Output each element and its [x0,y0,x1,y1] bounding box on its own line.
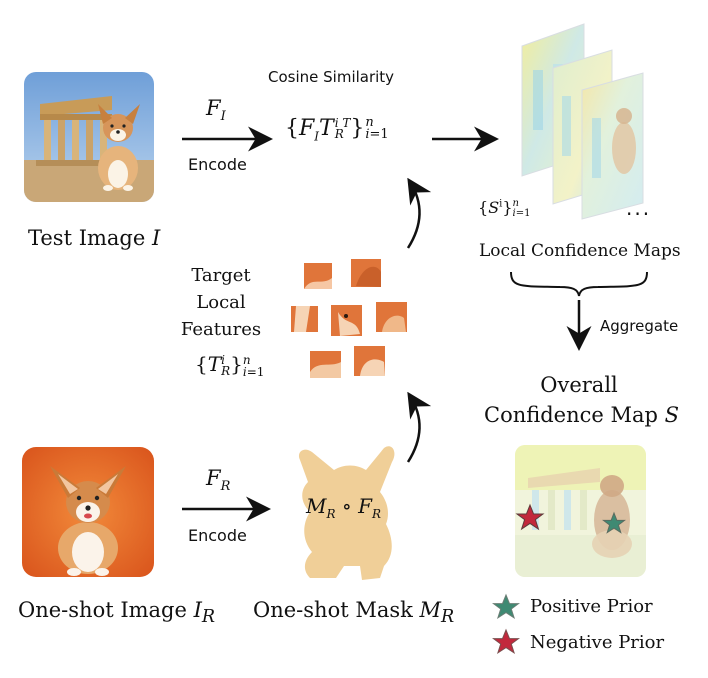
positive-prior-label: Positive Prior [530,596,653,617]
feature-patch [310,351,341,378]
oneshot-mask-shape [298,446,395,580]
oneshot-mask-label: One-shot Mask MR [253,598,455,628]
cosine-similarity-label: Cosine Similarity [268,68,395,86]
negative-prior-label: Negative Prior [530,632,665,653]
local-confidence-maps-stack [521,23,644,220]
oneshot-image-var: I [193,598,202,622]
overall-var: S [664,403,680,427]
local-confidence-maps-label: Local Confidence Maps [479,241,681,261]
test-image-var: I [151,226,161,250]
target-local-feature-patches [291,259,407,378]
encode-top-label: Encode [188,155,247,174]
aggregate-brace [510,271,648,297]
test-image [24,72,154,202]
f-r-label: FR [206,466,231,495]
negative-prior-marker [515,503,545,531]
oneshot-mask-var: M [419,598,442,622]
f-i-label: FI [206,96,226,125]
test-image-label: Test Image I [28,226,161,250]
feature-patch [331,305,362,336]
feature-patch [351,259,381,287]
confidence-map-layer [581,72,644,220]
feature-patch [376,302,407,332]
positive-prior-legend-star [492,593,520,619]
feature-patch [304,263,332,289]
overall-confidence-map-image [515,445,646,577]
mask-to-features-arrow [406,391,432,463]
ellipsis: ... [626,196,652,220]
feature-patch [354,346,385,376]
target-local-features-label: Target Local Features [180,265,262,340]
oneshot-image-label: One-shot Image IR [18,598,216,628]
negative-prior-legend-star [492,628,520,654]
aggregate-label: Aggregate [600,317,679,335]
overall-confidence-map-label: Overall Confidence Map S [484,373,680,427]
oneshot-image [22,447,154,577]
encode-bottom-label: Encode [188,526,247,545]
mask-formula: MR ∘ FR [306,494,381,521]
positive-prior-marker [602,511,626,534]
features-to-similarity-arrow [406,177,432,249]
feature-patch [291,306,318,332]
